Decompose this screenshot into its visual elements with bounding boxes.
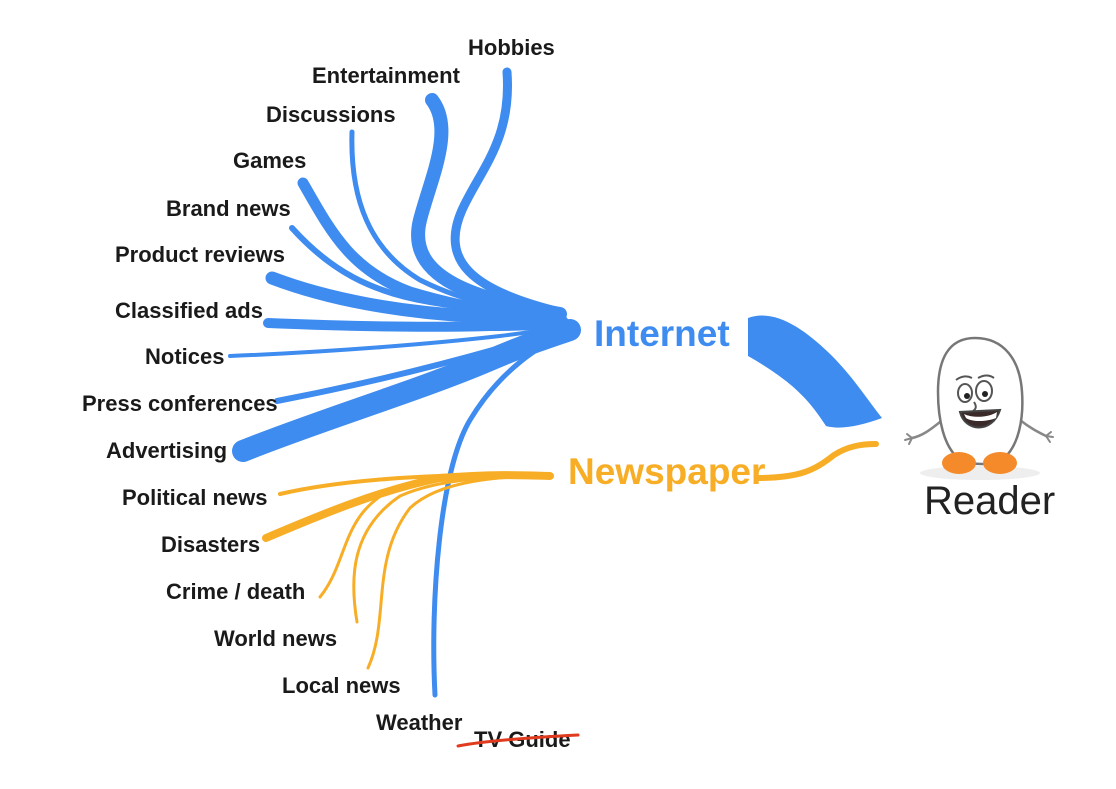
topic-label-notices: Notices [145,344,224,369]
strikethrough-line [456,733,580,748]
internet-hub-label: Internet [594,313,730,354]
topic-label-classified-ads: Classified ads [115,298,263,323]
topic-label-entertainment: Entertainment [312,63,461,88]
topic-label-advertising: Advertising [106,438,227,463]
topic-label-political-news: Political news [122,485,268,510]
topic-label-hobbies: Hobbies [468,35,555,60]
topic-label-local-news: Local news [282,673,401,698]
topic-label-discussions: Discussions [266,102,396,127]
flow-line-classified-ads [263,318,569,332]
internet-flow-lines [228,67,581,698]
topic-label-press-conferences: Press conferences [82,391,278,416]
flow-line-advertising [232,319,581,462]
flow-line-entertainment [411,93,567,321]
newspaper-to-reader-stream [754,441,879,481]
struck-topic: TV Guide [456,727,580,752]
cartoon-reader-character-icon [904,336,1054,480]
flow-line-hobbies [450,67,565,317]
reader-label: Reader [924,479,1055,523]
topic-label-crime-death: Crime / death [166,579,305,604]
topic-label-world-news: World news [214,626,337,651]
topic-label-disasters: Disasters [161,532,260,557]
newspaper-flow-lines [262,471,554,670]
topic-label-weather: Weather [376,710,463,735]
topic-labels: HobbiesEntertainmentDiscussionsGamesBran… [82,35,555,735]
topic-label-games: Games [233,148,306,173]
internet-to-reader-stream [748,315,882,428]
flow-line-local-news [366,474,552,670]
newspaper-hub-label: Newspaper [568,451,765,492]
topic-label-brand-news: Brand news [166,196,291,221]
flow-line-weather [431,327,575,698]
flow-line-world-news [352,474,552,624]
topic-label-product-reviews: Product reviews [115,242,285,267]
